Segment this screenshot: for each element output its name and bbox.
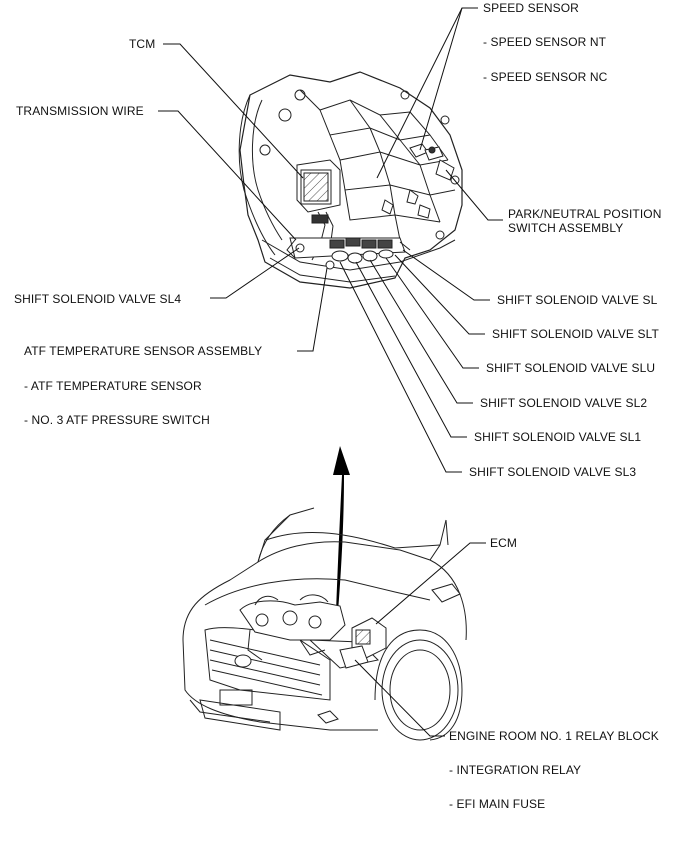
leader-lines xyxy=(158,7,503,473)
tcm-module xyxy=(296,159,341,261)
speed-sensor-nt-label: - SPEED SENSOR NT xyxy=(483,35,607,49)
sl1-label: SHIFT SOLENOID VALVE SL1 xyxy=(474,430,642,444)
atf-assembly-label: ATF TEMPERATURE SENSOR ASSEMBLY xyxy=(24,344,263,358)
relay-block-label: ENGINE ROOM NO. 1 RELAY BLOCK xyxy=(449,729,659,743)
efi-main-fuse-label: - EFI MAIN FUSE xyxy=(449,797,546,811)
valve-body xyxy=(286,237,411,270)
park-neutral-label-line1: PARK/NEUTRAL POSITION xyxy=(508,207,662,221)
sl3-label: SHIFT SOLENOID VALVE SL3 xyxy=(469,465,637,479)
sl4-label: SHIFT SOLENOID VALVE SL4 xyxy=(14,292,182,306)
atf-sensor-label: - ATF TEMPERATURE SENSOR xyxy=(24,379,202,393)
speed-sensor-nc-label: - SPEED SENSOR NC xyxy=(483,70,608,84)
tcm-label: TCM xyxy=(129,37,156,51)
car-leader-lines xyxy=(354,542,486,737)
slu-label: SHIFT SOLENOID VALVE SLU xyxy=(486,361,656,375)
car-illustration xyxy=(182,507,467,741)
transmission-wire-label: TRANSMISSION WIRE xyxy=(16,104,144,118)
up-arrow-icon xyxy=(333,446,350,612)
ecm-label: ECM xyxy=(490,536,517,550)
sl-label: SHIFT SOLENOID VALVE SL xyxy=(497,293,658,307)
no3-switch-label: - NO. 3 ATF PRESSURE SWITCH xyxy=(24,413,210,427)
park-neutral-label-line2: SWITCH ASSEMBLY xyxy=(508,221,624,235)
slt-label: SHIFT SOLENOID VALVE SLT xyxy=(492,327,659,341)
sl2-label: SHIFT SOLENOID VALVE SL2 xyxy=(480,396,648,410)
transmission-illustration xyxy=(238,71,463,289)
speed-sensor-label: SPEED SENSOR xyxy=(483,1,579,15)
integration-relay-label: - INTEGRATION RELAY xyxy=(449,763,582,777)
